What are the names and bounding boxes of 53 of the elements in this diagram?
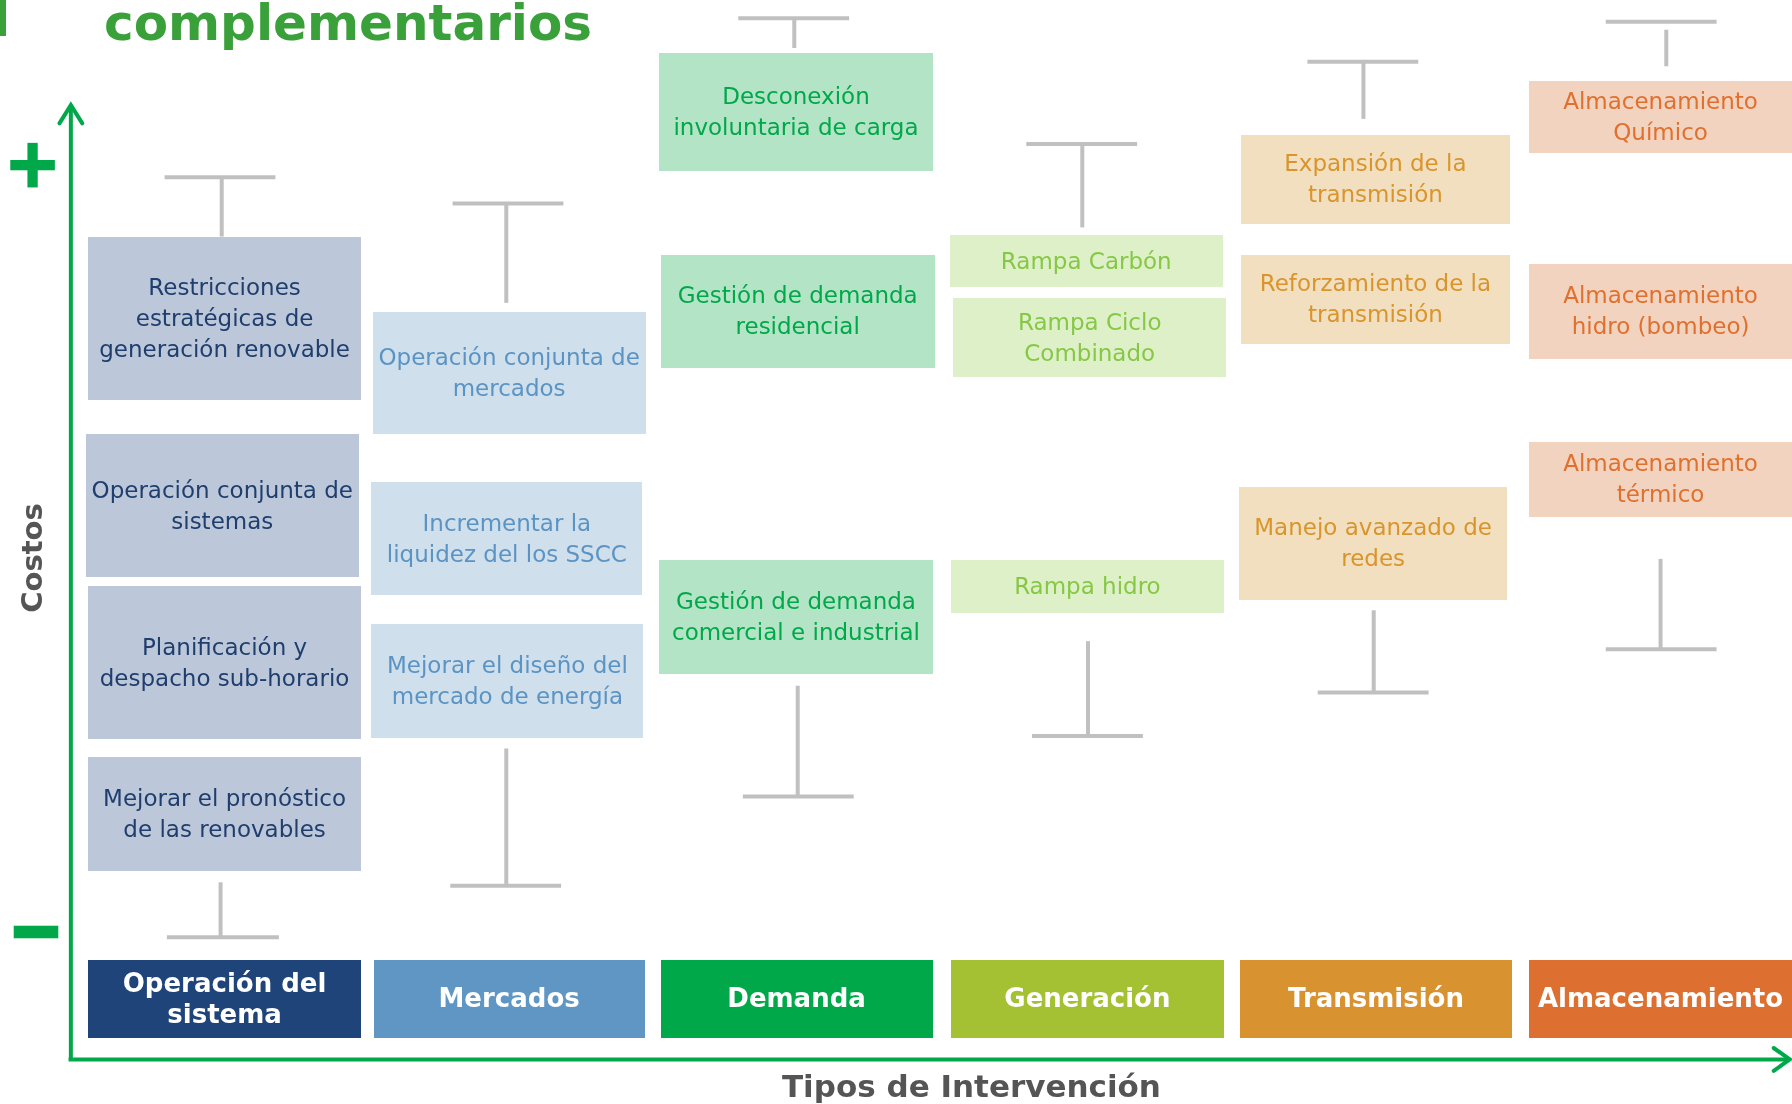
intervention-box [88, 586, 362, 740]
box-label: Expansión de la transmisión [1283, 149, 1468, 210]
intervention-box [1529, 442, 1792, 517]
intervention-box [659, 560, 933, 675]
box-label: Planificación y despacho sub-horario [98, 632, 351, 693]
intervention-box [371, 482, 643, 596]
box-label: Rampa hidro [1014, 571, 1161, 601]
box-label: Almacenamiento Químico [1562, 87, 1759, 148]
category-bar [373, 960, 645, 1038]
box-label: Incrementar la liquidez del los SSCC [385, 508, 628, 569]
category-label: Transmisión [1288, 983, 1464, 1015]
category-label: Mercados [438, 983, 580, 1015]
category-label: Generación [1004, 983, 1171, 1015]
category-bar [1529, 960, 1792, 1038]
box-label: Almacenamiento hidro (bombeo) [1562, 281, 1759, 342]
category-label: Demanda [727, 983, 866, 1015]
axis-title: Tipos de Intervención [781, 1067, 1161, 1104]
category-label: Operación del sistema [121, 967, 328, 1031]
intervention-box [1238, 486, 1508, 600]
intervention-box [85, 434, 359, 578]
box-label: Mejorar el pronóstico de las renovables [102, 783, 348, 844]
category-label: Almacenamiento [1537, 983, 1784, 1015]
intervention-box [949, 235, 1223, 287]
box-label: Almacenamiento térmico [1562, 449, 1759, 510]
intervention-box [372, 312, 646, 435]
box-label: Restricciones estratégicas de generación renovable [98, 272, 351, 364]
box-label: Operación conjunta de mercados [377, 343, 641, 404]
intervention-box [88, 236, 362, 400]
intervention-box [660, 254, 935, 368]
box-label: Gestión de demanda comercial e industrial [671, 587, 921, 648]
category-bar [88, 960, 362, 1038]
intervention-box [659, 52, 933, 172]
category-bar [950, 960, 1224, 1038]
box-label: Operación conjunta de sistemas [90, 475, 354, 536]
box-label: Rampa Carbón [1000, 246, 1172, 276]
box-label: Rampa Ciclo Combinado [1016, 307, 1163, 368]
box-label: Manejo avanzado de redes [1253, 513, 1493, 574]
intervention-box [1529, 264, 1792, 359]
box-label: Mejorar el diseño del mercado de energía [386, 651, 629, 712]
intervention-box [1529, 81, 1792, 154]
intervention-box [950, 560, 1224, 613]
category-bar [660, 960, 933, 1038]
title: complementarios [104, 0, 593, 51]
box-label: Reforzamiento de la transmisión [1258, 269, 1493, 330]
box-label: Desconexión involuntaria de carga [672, 81, 920, 142]
intervention-box [371, 624, 644, 739]
intervention-box [953, 298, 1227, 378]
box-label: Gestión de demanda residencial [676, 281, 919, 342]
intervention-box [1241, 254, 1510, 344]
category-bar [1240, 960, 1512, 1038]
intervention-box [1241, 134, 1510, 224]
axis-title: Costos [15, 502, 49, 613]
intervention-box [88, 756, 362, 871]
